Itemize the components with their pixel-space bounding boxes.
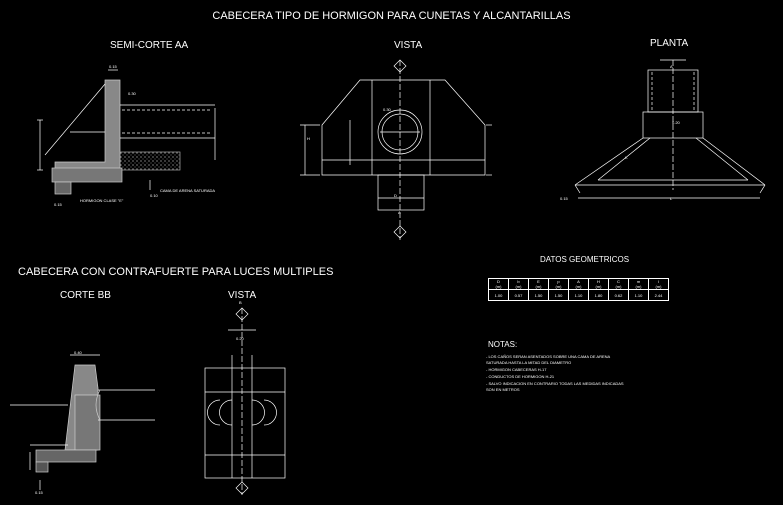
- table-row: 1.00 0.57 1.50 1.50 1.10 1.80 0.62 1.10 …: [488, 289, 669, 301]
- datos-title: DATOS GEOMETRICOS: [540, 255, 630, 264]
- corte-bb-dim-top: 0.40: [74, 350, 82, 355]
- table-cell: 2.44: [648, 289, 669, 301]
- table-cell: 0.62: [608, 289, 629, 301]
- vista-dim-top: 0.30: [383, 107, 391, 112]
- vista-top-drawing: [300, 59, 492, 240]
- drawing-title: CABECERA TIPO DE HORMIGON PARA CUNETAS Y…: [212, 10, 571, 22]
- table-header-cell: b(m): [508, 278, 529, 290]
- semi-corte-title: SEMI-CORTE AA: [110, 40, 189, 51]
- planta-letter-l: L: [670, 196, 673, 201]
- vista-bottom-letter-b: B: [239, 300, 242, 305]
- table-header-row: D(m) b(m) E(m) p(m) A(m) H(m) C(m) m(m) …: [488, 278, 669, 290]
- table-header-cell: H(m): [588, 278, 609, 290]
- vista-dim-d: D: [394, 193, 397, 198]
- vista-bottom-title: VISTA: [228, 290, 257, 301]
- datos-table: D(m) b(m) E(m) p(m) A(m) H(m) C(m) m(m) …: [488, 278, 669, 301]
- vista-top-title: VISTA: [394, 40, 423, 51]
- planta-dim: 0.20: [672, 120, 680, 125]
- table-cell: 1.10: [628, 289, 649, 301]
- note-line: - CONDUCTOS DE HORMIGON H-21: [486, 374, 555, 379]
- note-line: SON EN METROS: [486, 387, 520, 392]
- planta-dim-left: 0.15: [560, 196, 568, 201]
- table-header-cell: m(m): [628, 278, 649, 290]
- corte-bb-title: CORTE BB: [60, 290, 111, 301]
- table-header-cell: E(m): [528, 278, 549, 290]
- vista-letter-h: H: [307, 136, 310, 141]
- table-cell: 1.80: [588, 289, 609, 301]
- note-line: - LOS CAÑOS SERAN ASENTADOS SOBRE UNA CA…: [486, 354, 611, 359]
- planta-letter-a: A: [670, 64, 673, 69]
- table-cell: 1.00: [488, 289, 509, 301]
- cama-label: CAMA DE ARENA SATURADA: [160, 188, 216, 193]
- corte-bb-drawing: [10, 354, 155, 490]
- semi-corte-drawing: [37, 69, 216, 195]
- vista-letter-a: A: [398, 210, 401, 215]
- table-header-cell: l(m): [648, 278, 669, 290]
- corte-bb-dim-bottom: 0.15: [35, 490, 43, 495]
- notes-title: NOTAS:: [488, 340, 518, 349]
- planta-drawing: [574, 59, 766, 199]
- table-cell: 1.50: [528, 289, 549, 301]
- note-line: - HORMIGON CABECERAS H-17: [486, 367, 547, 372]
- table-cell: 0.57: [508, 289, 529, 301]
- dim-bottom-left: 0.15: [54, 202, 62, 207]
- table-header-cell: D(m): [488, 278, 509, 290]
- table-header-cell: p(m): [548, 278, 569, 290]
- note-line: SATURADA HASTA LA MITAD DEL DIAMETRO: [486, 360, 572, 365]
- table-cell: 1.50: [548, 289, 569, 301]
- planta-title: PLANTA: [650, 38, 689, 49]
- hormigon-label: HORMIGON CLASE "E": [80, 198, 124, 203]
- dim-bottom-right: 0.10: [150, 193, 158, 198]
- semi-corte-dim-top: 0.15: [109, 64, 118, 69]
- table-cell: 1.10: [568, 289, 589, 301]
- vista-bottom-drawing: [204, 307, 286, 495]
- table-header-cell: A(m): [568, 278, 589, 290]
- contrafuerte-title: CABECERA CON CONTRAFUERTE PARA LUCES MUL…: [18, 266, 334, 278]
- table-header-cell: C(m): [608, 278, 629, 290]
- planta-letter-k: K: [625, 155, 628, 160]
- vista-bottom-dim: 0.20: [236, 336, 244, 341]
- semi-corte-dim-side: 0.30: [128, 91, 137, 96]
- note-line: - SALVO INDICACION EN CONTRARIO TODAS LA…: [486, 381, 624, 386]
